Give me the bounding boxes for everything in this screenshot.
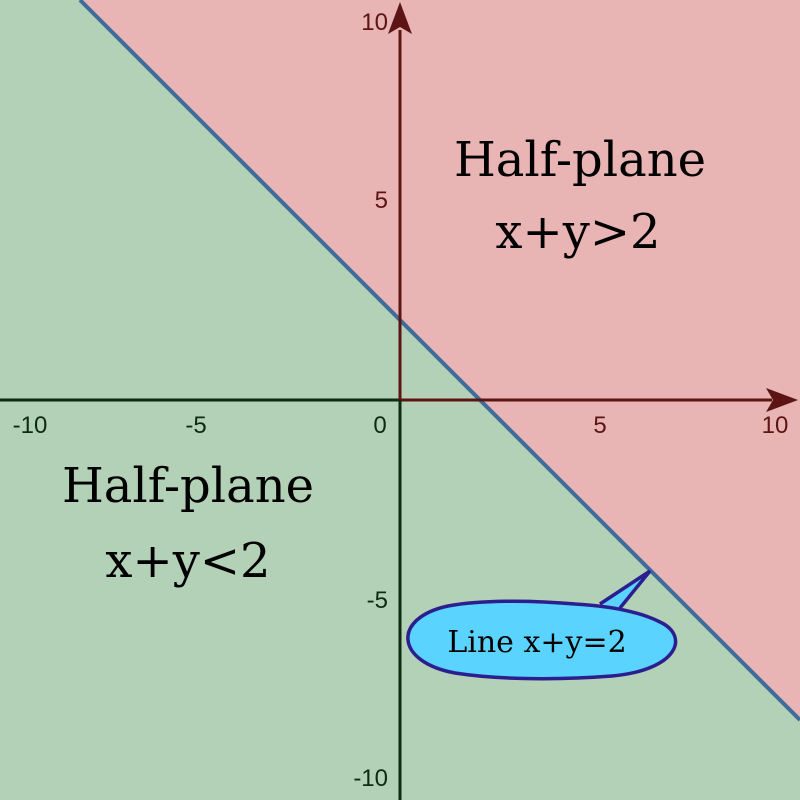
y-tick-label: -10: [353, 765, 388, 792]
origin-label: 0: [373, 412, 386, 439]
lower-region-title: Half-plane: [62, 458, 314, 514]
x-tick-label: 5: [593, 412, 606, 439]
y-tick-label: 10: [361, 9, 388, 36]
boundary-line: [78, 0, 800, 722]
callout-label: Line x+y=2: [447, 625, 626, 660]
y-tick-label: 5: [375, 187, 388, 214]
y-axis-arrowhead: [388, 2, 412, 34]
x-tick-label: -5: [185, 412, 206, 439]
x-axis-arrowhead: [766, 388, 798, 412]
upper-region-title: Half-plane: [454, 132, 706, 188]
upper-region-inequality: x+y>2: [495, 204, 660, 260]
x-tick-label: 10: [762, 412, 789, 439]
y-tick-label: -5: [367, 587, 388, 614]
x-tick-label: -10: [13, 412, 48, 439]
lower-region-inequality: x+y<2: [105, 533, 270, 589]
callout-bubble: [406, 569, 678, 681]
